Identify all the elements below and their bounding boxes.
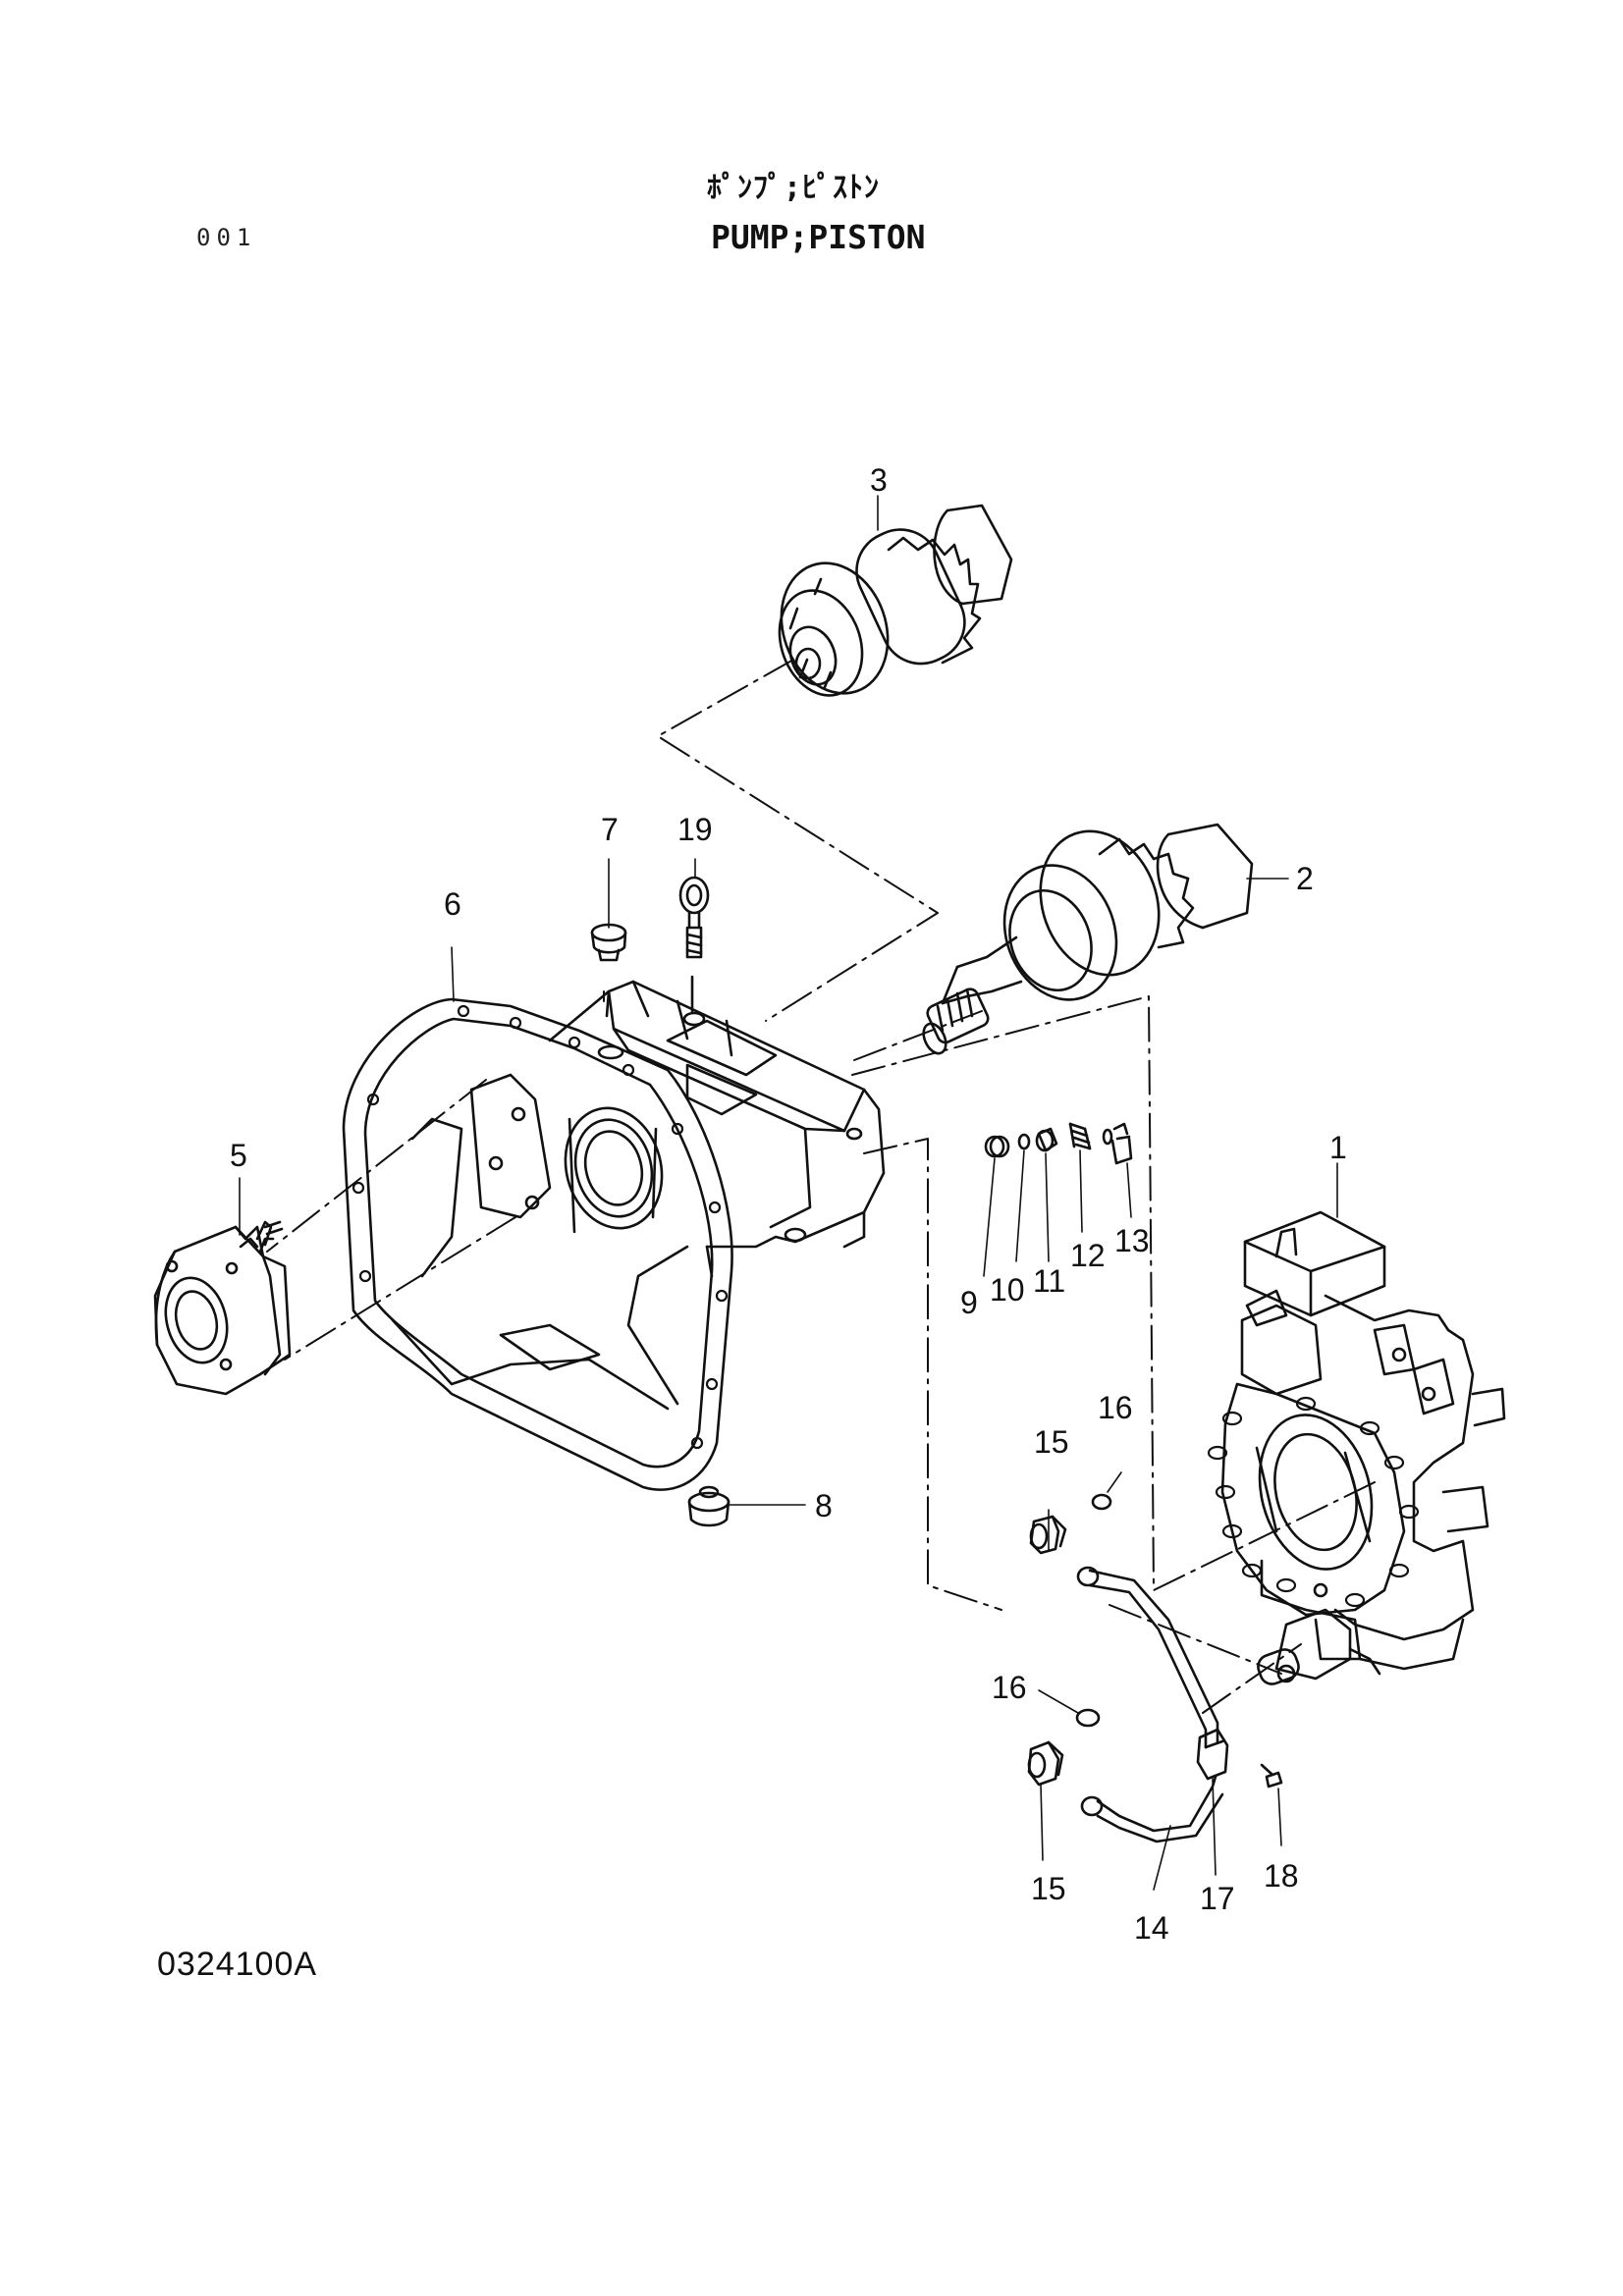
callout-17: 17: [1200, 1881, 1235, 1916]
gear-pump-part-5: [153, 1220, 292, 1396]
pilot-tube-assembly-14-18: [1027, 1471, 1283, 1891]
callout-12: 12: [1070, 1238, 1106, 1273]
callout-3: 3: [870, 462, 888, 498]
callout-10: 10: [990, 1272, 1025, 1308]
callout-8: 8: [815, 1488, 833, 1523]
callout-14: 14: [1134, 1910, 1169, 1946]
regulator-valve-part-1: [1207, 1210, 1506, 1685]
callout-15-upper: 15: [1034, 1424, 1069, 1460]
plug-part-7: [590, 923, 627, 962]
callout-19: 19: [677, 812, 713, 847]
eye-bolt-part-19: [678, 876, 710, 959]
callout-6: 6: [444, 886, 461, 922]
callout-18: 18: [1264, 1858, 1299, 1894]
title-japanese: ﾎﾟﾝﾌﾟ;ﾋﾟｽﾄﾝ: [707, 171, 881, 205]
callout-9: 9: [960, 1285, 978, 1320]
figure-number: 0324100A: [157, 1946, 318, 1983]
rotary-group-part-2: [922, 823, 1254, 1055]
pump-housing-part-6: [342, 975, 886, 1491]
callout-5: 5: [230, 1138, 247, 1173]
callout-2: 2: [1296, 861, 1314, 896]
callout-13: 13: [1114, 1223, 1150, 1258]
callout-15-lower: 15: [1031, 1871, 1066, 1906]
callout-numbers: 3 2 1 6 7 19 5 8 9 10 11 12 13 16 15 16 …: [230, 462, 1347, 1946]
callout-7: 7: [601, 812, 619, 847]
drain-plug-part-8: [687, 1485, 730, 1527]
assembly-center-lines: [266, 659, 1376, 1714]
callout-1: 1: [1329, 1130, 1347, 1165]
title-english: PUMP;PISTON: [711, 218, 926, 256]
rotary-group-part-3: [778, 504, 1013, 697]
callout-16-upper: 16: [1098, 1390, 1133, 1425]
callout-16-lower: 16: [992, 1670, 1027, 1705]
regulator-small-parts-9-13: [983, 1122, 1133, 1277]
page-number: 001: [196, 224, 257, 251]
callout-leaders: [239, 495, 1338, 1506]
callout-11: 11: [1033, 1263, 1065, 1299]
